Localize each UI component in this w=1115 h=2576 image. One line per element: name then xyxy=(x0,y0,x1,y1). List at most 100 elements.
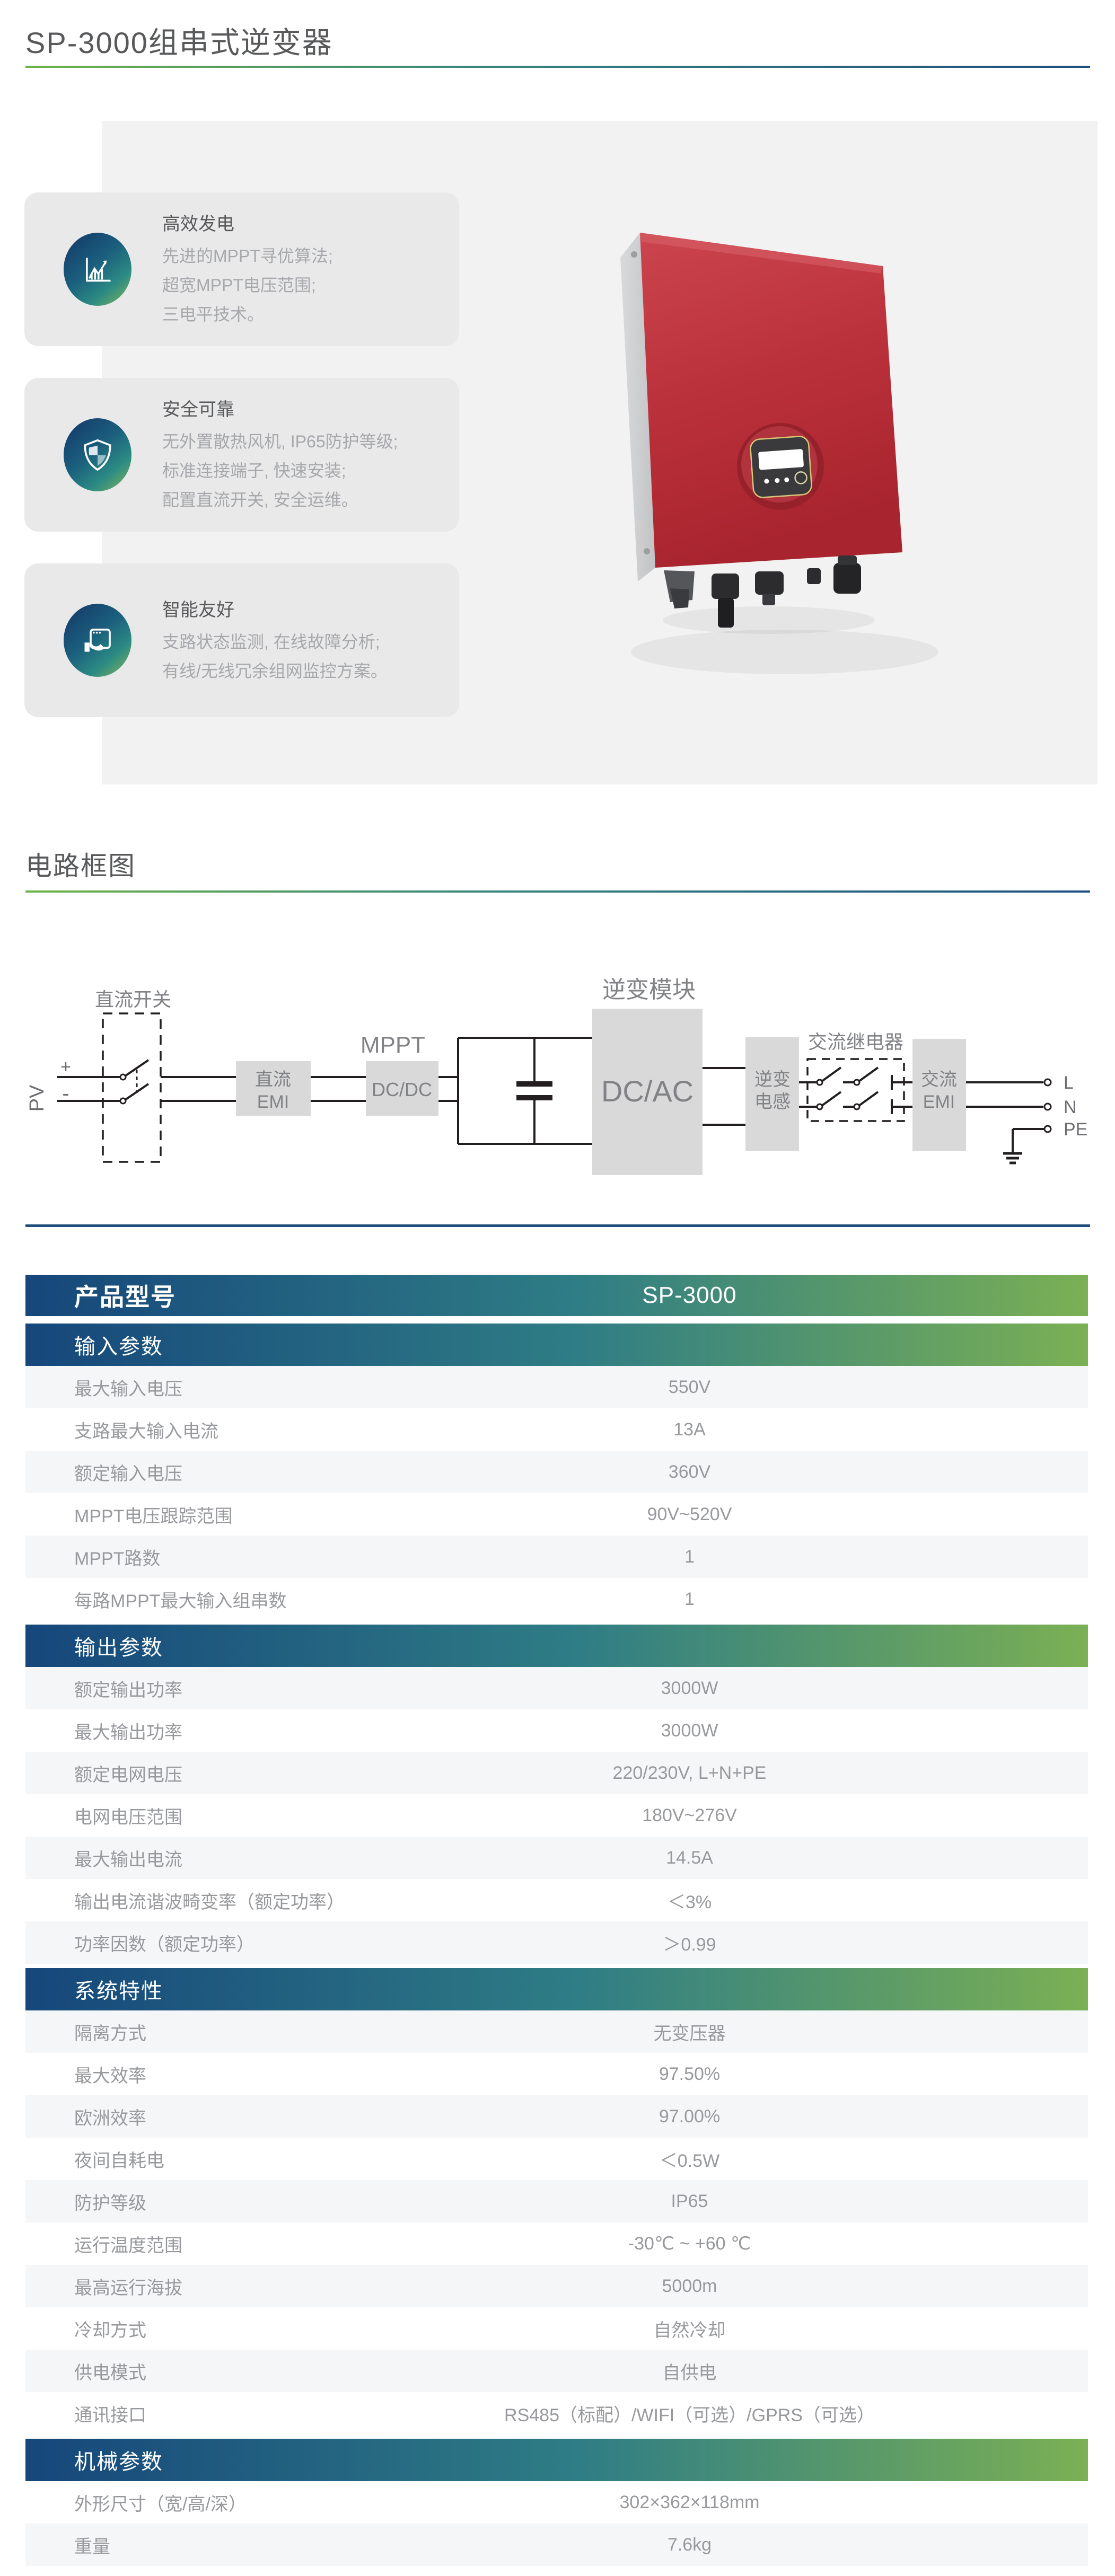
row-label: MPPT电压跟踪范围 xyxy=(74,1506,233,1527)
row-label: 最大输出电流 xyxy=(74,1849,182,1870)
inductor-label-2: 电感 xyxy=(754,1092,791,1112)
feature-title: 高效发电 xyxy=(162,214,234,234)
row-label: 隔离方式 xyxy=(74,2023,146,2044)
product-image xyxy=(541,180,1050,790)
table-row: 供电模式自供电 xyxy=(25,2350,1088,2392)
table-row: 每路MPPT最大输入组串数 1 xyxy=(25,1578,1088,1620)
page-title: SP-3000组串式逆变器 xyxy=(25,26,333,59)
table-row: 功率因数（额定功率）＞0.99 xyxy=(25,1921,1088,1964)
terminal-l-label: L xyxy=(1064,1073,1074,1093)
row-label: 额定电网电压 xyxy=(74,1765,182,1785)
section-header-bar: 系统特性 xyxy=(25,1968,1088,2010)
row-label: 每路MPPT最大输入组串数 xyxy=(74,1591,287,1611)
row-value: 97.00% xyxy=(659,2106,721,2127)
table-row: 冷却方式自然冷却 xyxy=(25,2307,1088,2350)
row-value: 自供电 xyxy=(662,2362,717,2383)
table-row: 支路最大输入电流 13A xyxy=(25,1408,1088,1451)
dcac-block xyxy=(592,1009,703,1175)
section-header-bar: 机械参数 xyxy=(25,2439,1088,2481)
ac-emi-label-2: EMI xyxy=(923,1092,955,1112)
row-value: 3000W xyxy=(661,1678,718,1698)
terminal-n-label: N xyxy=(1064,1097,1077,1117)
feature-card: 安全可靠 无外置散热风机, IP65防护等级;标准连接端子, 快速安装;配置直流… xyxy=(24,378,459,532)
pv-plus-label: + xyxy=(60,1057,71,1077)
feature-text-line: 三电平技术。 xyxy=(162,305,265,324)
section-header-bar: 输入参数 xyxy=(25,1324,1088,1366)
row-value: 360V xyxy=(668,1461,711,1482)
feature-text-line: 标准连接端子, 快速安装; xyxy=(162,461,346,480)
section-title: 输入参数 xyxy=(74,1335,163,1358)
row-value: 1 xyxy=(684,1589,695,1609)
row-label: 输出电流谐波畸变率（额定功率） xyxy=(74,1892,345,1912)
row-value: 自然冷却 xyxy=(653,2320,726,2341)
diagram-bottom-separator xyxy=(25,1224,1090,1227)
title-underline xyxy=(25,66,1090,68)
row-value: 90V~520V xyxy=(647,1504,732,1524)
feature-text-line: 先进的MPPT寻优算法; xyxy=(162,246,333,266)
dc-switch-label: 直流开关 xyxy=(95,989,171,1010)
row-label: 功率因数（额定功率） xyxy=(74,1934,254,1955)
row-label: 防护等级 xyxy=(74,2193,146,2213)
table-row: 重量 7.6kg xyxy=(25,2524,1088,2566)
feature-text-line: 支路状态监测, 在线故障分析; xyxy=(162,632,380,651)
spec-section: 系统特性 隔离方式无变压器最大效率 97.50% 欧洲效率 97.00% 夜间自耗电＜0… xyxy=(25,1968,1088,2434)
ac-relay-label: 交流继电器 xyxy=(808,1031,903,1053)
inductor-label-1: 逆变 xyxy=(754,1070,791,1090)
dcac-label: DC/AC xyxy=(601,1074,693,1108)
table-row: 夜间自耗电＜0.5W xyxy=(25,2138,1088,2180)
feature-text-line: 无外置散热风机, IP65防护等级; xyxy=(162,432,398,451)
row-value: 13A xyxy=(673,1419,706,1440)
chart-growth-icon xyxy=(86,258,111,282)
row-label: 最大输入电压 xyxy=(74,1379,182,1399)
table-row: 最大输出电流 14.5A xyxy=(25,1837,1088,1879)
model-header-label: 产品型号 xyxy=(74,1283,176,1311)
row-label: 支路最大输入电流 xyxy=(74,1421,218,1442)
table-row: 隔离方式无变压器 xyxy=(25,2010,1088,2053)
smart-monitor-icon xyxy=(84,629,111,652)
feature-text-line: 超宽MPPT电压范围; xyxy=(162,276,316,295)
diagram-section-title: 电路框图 xyxy=(25,851,136,881)
table-row: 运行温度范围-30℃ ~ +60 ℃ xyxy=(25,2222,1088,2265)
section-header-bar: 输出参数 xyxy=(25,1625,1088,1667)
table-row: 额定输出功率 3000W xyxy=(25,1667,1088,1709)
row-value: -30℃ ~ +60 ℃ xyxy=(628,2234,751,2254)
row-value: RS485（标配）/WIFI（可选）/GPRS（可选） xyxy=(504,2405,875,2425)
ac-emi-label-1: 交流 xyxy=(921,1070,957,1090)
section-title: 机械参数 xyxy=(74,2450,163,2474)
feature-lines: 无外置散热风机, IP65防护等级; 标准连接端子, 快速安装; 配置直流开关, 安… xyxy=(162,427,398,515)
connectors xyxy=(664,555,861,628)
row-value: 5000m xyxy=(662,2275,717,2296)
row-value: 180V~276V xyxy=(642,1805,737,1825)
feature-lines: 先进的MPPT寻优算法; 超宽MPPT电压范围; 三电平技术。 xyxy=(162,242,333,329)
row-value: 97.50% xyxy=(659,2063,721,2084)
section-title: 输出参数 xyxy=(74,1636,163,1660)
dc-emi-label-1: 直流 xyxy=(255,1070,291,1090)
pv-label: PV xyxy=(26,1084,48,1111)
row-label: 最大输出功率 xyxy=(74,1722,182,1743)
row-label: 额定输出功率 xyxy=(74,1680,182,1700)
row-label: 最大效率 xyxy=(74,2066,146,2086)
row-value: 7.6kg xyxy=(667,2534,712,2555)
shield-icon xyxy=(84,439,111,471)
row-label: 欧洲效率 xyxy=(74,2108,146,2129)
row-value: 14.5A xyxy=(666,1847,713,1868)
row-value: IP65 xyxy=(671,2191,708,2211)
table-row: MPPT电压跟踪范围 90V~520V xyxy=(25,1493,1088,1536)
dc-emi-block xyxy=(236,1061,311,1116)
row-label: 重量 xyxy=(74,2536,110,2557)
feature-card: 高效发电 先进的MPPT寻优算法; 超宽MPPT电压范围; 三电平技术。 xyxy=(24,192,459,346)
feature-text-line: 配置直流开关, 安全运维。 xyxy=(162,490,358,509)
row-value: ＜3% xyxy=(667,1892,712,1912)
inverter-front xyxy=(640,233,902,568)
inductor-block xyxy=(745,1037,799,1151)
row-label: 夜间自耗电 xyxy=(74,2150,164,2171)
